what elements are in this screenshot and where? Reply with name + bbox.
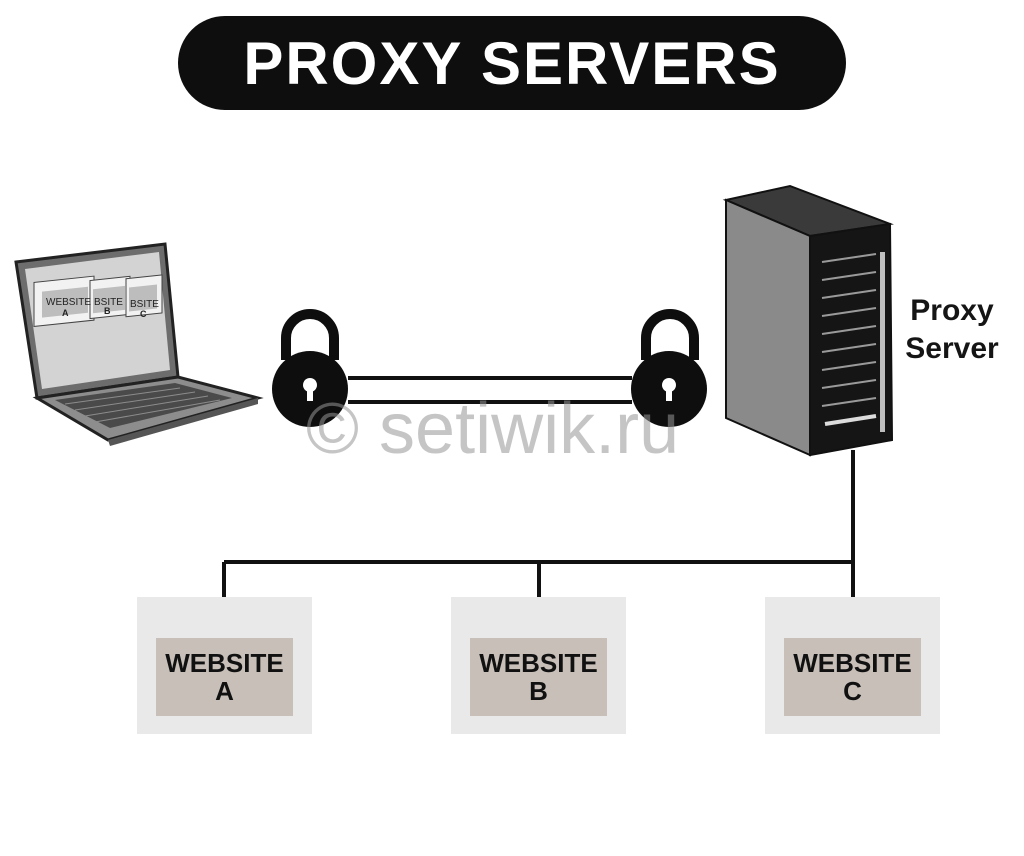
website-label-a: WEBSITE A <box>156 638 293 716</box>
website-box-a: WEBSITE A <box>137 597 312 734</box>
website-a-line2: A <box>215 676 234 706</box>
lock-icon <box>272 309 348 427</box>
website-c-line2: C <box>843 676 862 706</box>
website-a-line1: WEBSITE <box>165 648 284 678</box>
laptop-window-a-line2: A <box>62 308 69 318</box>
page-title: PROXY SERVERS <box>243 29 781 97</box>
website-box-b: WEBSITE B <box>451 597 626 734</box>
laptop-screen-windows: WEBSITE A BSITE B BSITE C <box>33 274 163 327</box>
proxy-server-label-line1: Proxy <box>910 294 994 327</box>
laptop-window-b-line2: B <box>104 306 111 316</box>
proxy-server-label-line2: Server <box>905 332 999 365</box>
website-b-line2: B <box>529 676 548 706</box>
laptop-window-b-line1: BSITE <box>94 297 123 308</box>
website-b-line1: WEBSITE <box>479 648 598 678</box>
website-c-line1: WEBSITE <box>793 648 912 678</box>
laptop-icon <box>14 242 264 446</box>
website-box-c: WEBSITE C <box>765 597 940 734</box>
laptop-window-c-line2: C <box>140 309 147 319</box>
proxy-server-label: Proxy Server <box>890 292 1014 368</box>
title-banner: PROXY SERVERS <box>178 16 846 110</box>
watermark-text: © setiwik.ru <box>306 389 680 469</box>
website-label-c: WEBSITE C <box>784 638 921 716</box>
laptop-window-a-line1: WEBSITE <box>46 297 91 308</box>
laptop-window-c-line1: BSITE <box>130 299 159 310</box>
website-label-b: WEBSITE B <box>470 638 607 716</box>
secure-tunnel-lines <box>348 376 632 404</box>
lock-icon <box>631 309 707 427</box>
network-lines <box>222 450 855 597</box>
server-tower-icon <box>722 184 894 457</box>
